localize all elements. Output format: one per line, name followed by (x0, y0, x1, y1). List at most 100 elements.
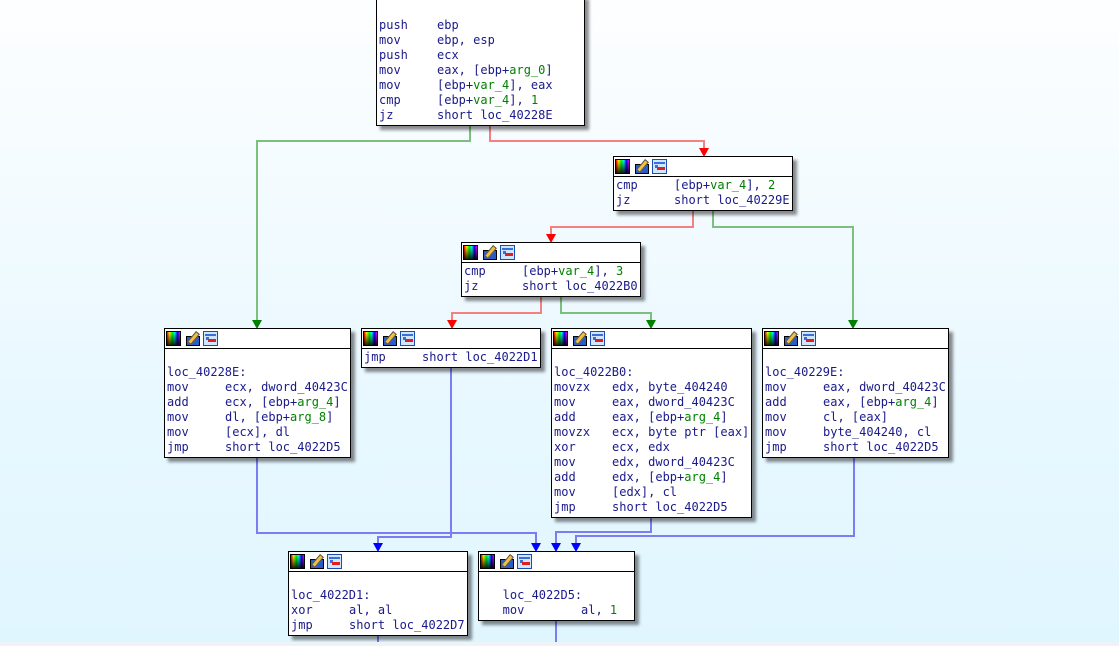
color-palette-icon[interactable] (480, 554, 495, 569)
edit-node-icon[interactable] (573, 331, 588, 346)
graph-node-icon[interactable] (517, 554, 532, 569)
color-palette-icon[interactable] (166, 331, 181, 346)
edge-jump[interactable] (377, 366, 452, 543)
instruction-line[interactable]: cmp[ebp+var_4], 3 (464, 264, 638, 279)
color-palette-icon[interactable] (363, 331, 378, 346)
code-label[interactable]: loc_4022B0: (554, 365, 634, 379)
code-label[interactable]: loc_4022D5: (481, 588, 583, 602)
edge-arrowhead (447, 320, 457, 329)
mnemonic: cmp (616, 178, 638, 192)
operand-variable[interactable]: arg_8 (290, 410, 327, 424)
operand-text: edx, [ebp+ (612, 470, 685, 484)
code-label[interactable]: loc_40229E: (765, 365, 845, 379)
operand-variable[interactable]: var_4 (710, 178, 747, 192)
edge-arrowhead (848, 320, 858, 329)
operand-variable[interactable]: var_4 (473, 78, 510, 92)
edit-node-icon[interactable] (186, 331, 201, 346)
code-label[interactable]: loc_40228E: (167, 365, 247, 379)
edit-node-icon[interactable] (784, 331, 799, 346)
operand-variable[interactable]: var_4 (558, 264, 595, 278)
color-palette-icon[interactable] (290, 554, 305, 569)
graph-node-icon[interactable] (590, 331, 605, 346)
graph-node-icon[interactable] (400, 331, 415, 346)
instruction-line[interactable]: mov[ecx], dl (167, 425, 348, 440)
instruction-line[interactable]: mov[ebp+var_4], eax (379, 78, 582, 93)
edge-jump[interactable] (575, 456, 855, 543)
operand-variable[interactable]: arg_4 (684, 470, 721, 484)
node-header (462, 243, 640, 263)
operand-variable[interactable]: arg_4 (684, 410, 721, 424)
instruction-line[interactable]: cmp[ebp+var_4], 2 (616, 178, 790, 193)
edge-jump[interactable] (256, 456, 537, 543)
instruction-line[interactable]: mov[edx], cl (554, 485, 749, 500)
edit-node-icon[interactable] (483, 245, 498, 260)
graph-node-icon[interactable] (500, 245, 515, 260)
edge-false[interactable] (489, 124, 705, 148)
graph-node-icon[interactable] (203, 331, 218, 346)
edge-jump[interactable] (555, 516, 652, 543)
operand-variable[interactable]: arg_4 (895, 395, 932, 409)
graph-node-icon[interactable] (801, 331, 816, 346)
color-palette-icon[interactable] (764, 331, 779, 346)
edge-true[interactable] (560, 295, 652, 320)
edit-node-icon[interactable] (310, 554, 325, 569)
instruction-line[interactable]: cmp[ebp+var_4], 1 (379, 93, 582, 108)
color-palette-icon[interactable] (553, 331, 568, 346)
edge-false[interactable] (451, 295, 542, 320)
graph-node-icon[interactable] (652, 159, 667, 174)
edge-true[interactable] (712, 209, 854, 320)
edit-node-icon[interactable] (500, 554, 515, 569)
operand-variable[interactable]: var_4 (473, 93, 510, 107)
edge-true[interactable] (256, 124, 471, 320)
color-palette-icon[interactable] (615, 159, 630, 174)
operand-variable[interactable]: arg_4 (297, 395, 334, 409)
graph-node-icon[interactable] (327, 554, 342, 569)
operand-immediate: 1 (530, 93, 539, 107)
color-palette-icon[interactable] (463, 245, 478, 260)
edit-node-icon[interactable] (383, 331, 398, 346)
edge-false[interactable] (550, 209, 694, 234)
code-label[interactable]: loc_4022D1: (291, 588, 371, 602)
operand-variable[interactable]: arg_0 (509, 63, 546, 77)
edit-node-icon[interactable] (635, 159, 650, 174)
mnemonic: mov (765, 425, 787, 439)
